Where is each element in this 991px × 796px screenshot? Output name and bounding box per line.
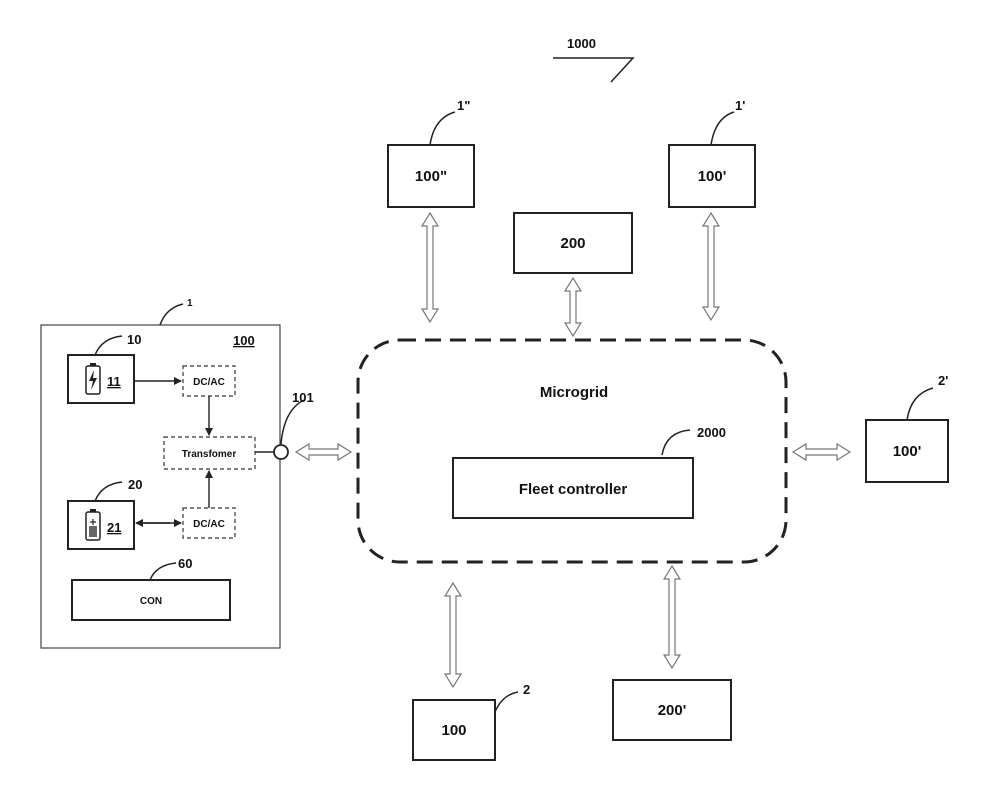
- battery1-ref: 10: [127, 332, 141, 347]
- arrow-left: [296, 444, 351, 460]
- node-right-label: 100': [893, 443, 922, 460]
- arrow-top-left: [422, 213, 438, 322]
- node-bottom-left-label: 100: [441, 722, 466, 739]
- port-ref: 101: [292, 390, 314, 405]
- node-right: 100' 2': [866, 373, 948, 482]
- arrow-top-center: [565, 278, 581, 336]
- transformer-label: Transfomer: [182, 449, 237, 460]
- node-top-right-label: 100': [698, 168, 727, 185]
- node-top-left-ref: 1": [457, 98, 470, 113]
- controller-ref: 60: [178, 556, 192, 571]
- node-top-right: 100' 1': [669, 98, 755, 207]
- node-bottom-right: 200': [613, 680, 731, 740]
- node-bottom-left-ref: 2: [523, 682, 530, 697]
- converter-top-label: DC/AC: [193, 377, 225, 388]
- microgrid-label: Microgrid: [540, 384, 608, 401]
- battery-icon: [86, 509, 100, 540]
- node-top-center: 200: [514, 213, 632, 273]
- detail-unit-ref: 1: [187, 298, 193, 309]
- figure-reference: 1000: [553, 36, 633, 82]
- node-top-center-label: 200: [560, 235, 585, 252]
- node-bottom-left: 100 2: [413, 682, 530, 760]
- fleet-controller-label: Fleet controller: [519, 481, 628, 498]
- battery2-label: 21: [107, 520, 121, 535]
- battery1-label: 11: [107, 374, 121, 389]
- port-icon: [274, 445, 288, 459]
- arrow-bottom-left: [445, 583, 461, 687]
- connection-arrows: [296, 213, 850, 687]
- node-bottom-right-label: 200': [658, 702, 687, 719]
- fleet-controller-box: Fleet controller 2000: [453, 425, 726, 518]
- arrow-top-right: [703, 213, 719, 320]
- node-top-left: 100" 1": [388, 98, 474, 207]
- controller-label: CON: [140, 596, 162, 607]
- converter-bottom-label: DC/AC: [193, 519, 225, 530]
- battery-charging-icon: [86, 363, 100, 394]
- fleet-controller-ref: 2000: [697, 425, 726, 440]
- svg-text:1000: 1000: [567, 36, 596, 51]
- node-top-left-label: 100": [415, 168, 447, 185]
- detail-unit: 1 100 101 11 10 DC/AC Transfomer DC/AC: [41, 298, 314, 648]
- node-top-right-ref: 1': [735, 98, 745, 113]
- node-right-ref: 2': [938, 373, 948, 388]
- arrow-right: [793, 444, 850, 460]
- detail-unit-label: 100: [233, 333, 255, 348]
- microgrid-region: Microgrid: [358, 340, 786, 562]
- arrow-bottom-right: [664, 566, 680, 668]
- battery2-ref: 20: [128, 477, 142, 492]
